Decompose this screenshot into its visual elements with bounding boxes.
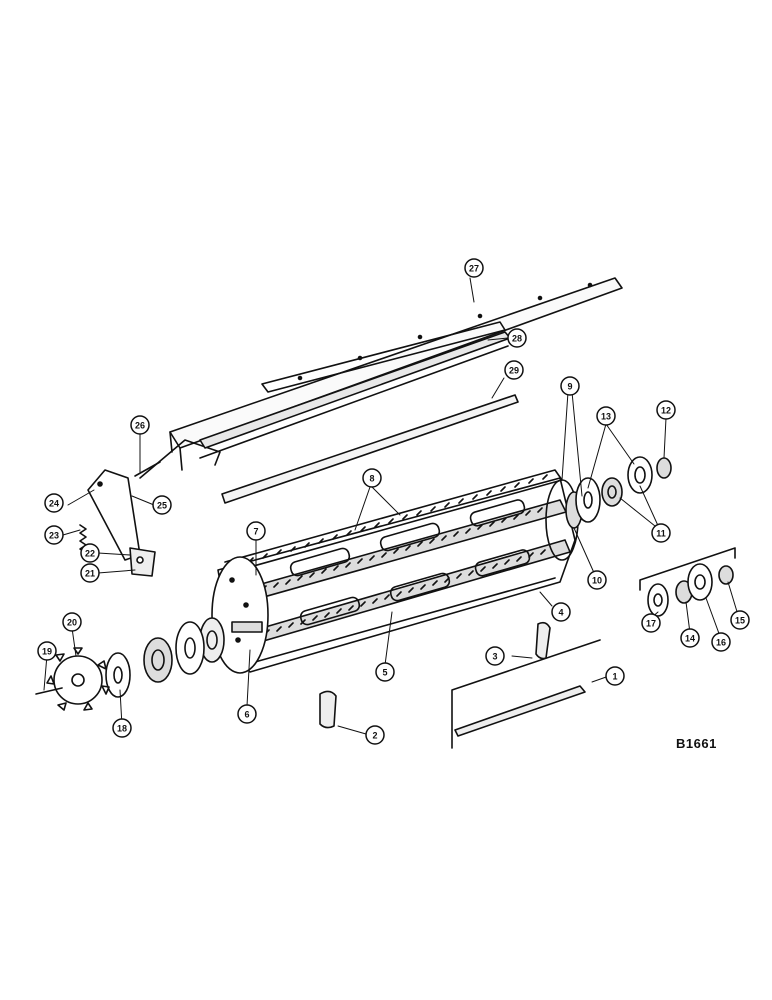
svg-text:19: 19 — [42, 647, 52, 657]
svg-text:13: 13 — [601, 412, 611, 422]
svg-text:3: 3 — [492, 652, 497, 662]
callout-1: 1 — [605, 666, 625, 686]
svg-text:17: 17 — [646, 619, 656, 629]
svg-text:18: 18 — [117, 724, 127, 734]
side-plate-part — [87, 469, 141, 561]
spring-part — [79, 524, 87, 554]
sprocket-part — [46, 647, 110, 711]
drum-shaft-stub — [231, 621, 263, 633]
svg-text:25: 25 — [157, 501, 167, 511]
callout-20: 20 — [62, 612, 82, 632]
svg-text:5: 5 — [382, 668, 387, 678]
svg-text:4: 4 — [558, 608, 563, 618]
callout-9: 9 — [560, 376, 580, 396]
callout-19: 19 — [37, 641, 57, 661]
callout-8: 8 — [362, 468, 382, 488]
callout-27: 27 — [464, 258, 484, 278]
callout-25: 25 — [152, 495, 172, 515]
callout-21: 21 — [80, 563, 100, 583]
svg-text:7: 7 — [253, 527, 258, 537]
callout-14: 14 — [680, 628, 700, 648]
svg-text:15: 15 — [735, 616, 745, 626]
svg-text:29: 29 — [509, 366, 519, 376]
callout-4: 4 — [551, 602, 571, 622]
curved-bracket-2 — [319, 690, 337, 729]
svg-text:1: 1 — [612, 672, 617, 682]
svg-text:14: 14 — [685, 634, 695, 644]
callout-23: 23 — [44, 525, 64, 545]
callout-7: 7 — [246, 521, 266, 541]
callout-18: 18 — [112, 718, 132, 738]
svg-text:2: 2 — [372, 731, 377, 741]
callout-13: 13 — [596, 406, 616, 426]
svg-text:11: 11 — [656, 529, 666, 539]
rod-part — [451, 639, 601, 749]
flat-bar-part — [221, 394, 519, 504]
svg-text:24: 24 — [49, 499, 59, 509]
pin-part — [35, 687, 63, 695]
svg-text:21: 21 — [85, 569, 95, 579]
svg-text:16: 16 — [716, 638, 726, 648]
callout-17: 17 — [641, 613, 661, 633]
callout-2: 2 — [365, 725, 385, 745]
svg-text:23: 23 — [49, 531, 59, 541]
callout-12: 12 — [656, 400, 676, 420]
callout-5: 5 — [375, 662, 395, 682]
svg-text:22: 22 — [85, 549, 95, 559]
left-bearing-flange — [105, 617, 225, 698]
callout-group: 1 2 3 4 5 6 7 8 9 10 11 12 13 14 15 16 1… — [37, 258, 750, 745]
leader-lines — [43, 277, 739, 735]
svg-text:27: 27 — [469, 264, 479, 274]
svg-text:20: 20 — [67, 618, 77, 628]
callout-22: 22 — [80, 543, 100, 563]
svg-text:28: 28 — [512, 334, 522, 344]
latch-part — [129, 547, 156, 577]
figure-reference-code: B1661 — [676, 736, 717, 751]
callout-28: 28 — [507, 328, 527, 348]
svg-text:10: 10 — [592, 576, 602, 586]
right-bearing-assembly — [565, 456, 672, 529]
svg-text:8: 8 — [369, 474, 374, 484]
callout-15: 15 — [730, 610, 750, 630]
callout-26: 26 — [130, 415, 150, 435]
callout-29: 29 — [504, 360, 524, 380]
callout-16: 16 — [711, 632, 731, 652]
callout-3: 3 — [485, 646, 505, 666]
cylinder-drum — [211, 469, 579, 674]
curved-bracket-3 — [535, 621, 551, 660]
callout-6: 6 — [237, 704, 257, 724]
callout-10: 10 — [587, 570, 607, 590]
svg-text:9: 9 — [567, 382, 572, 392]
callout-11: 11 — [651, 523, 671, 543]
top-shield-part — [139, 277, 623, 479]
callout-24: 24 — [44, 493, 64, 513]
rod-end-part — [134, 461, 161, 477]
alt-bearing-assembly — [639, 547, 736, 617]
svg-text:12: 12 — [661, 406, 671, 416]
svg-text:6: 6 — [244, 710, 249, 720]
seal-strip-part — [199, 331, 511, 459]
svg-text:26: 26 — [135, 421, 145, 431]
